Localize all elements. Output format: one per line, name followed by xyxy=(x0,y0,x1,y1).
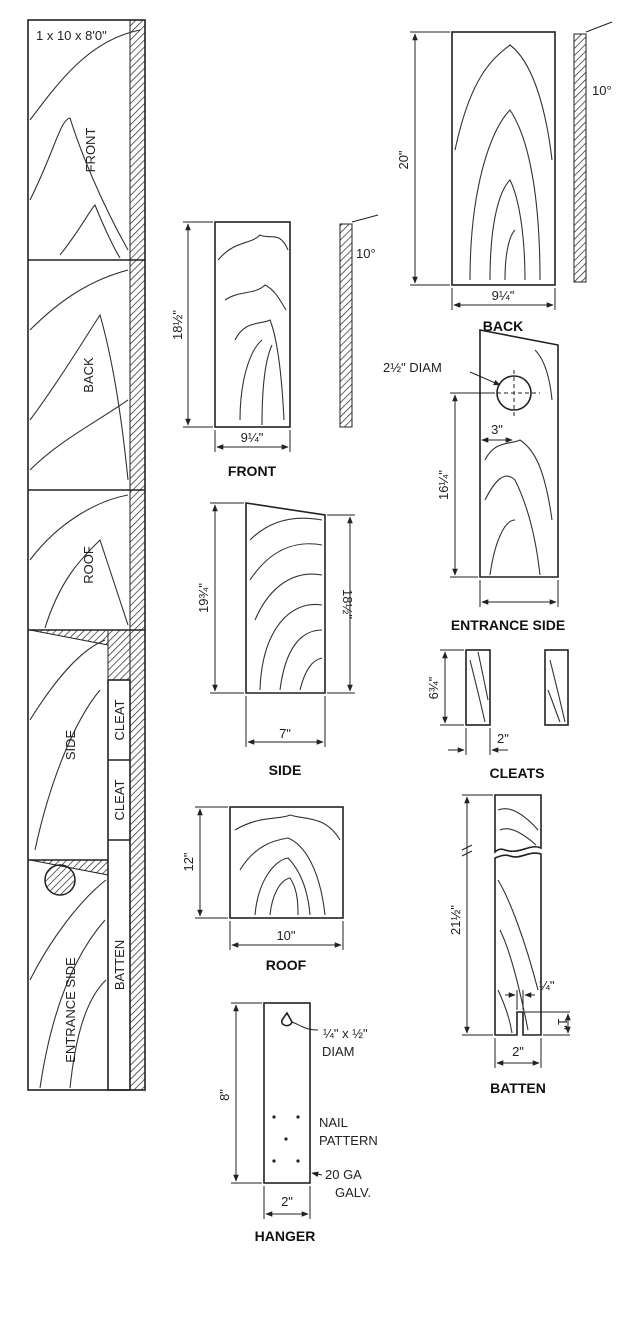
section-back: BACK xyxy=(81,357,96,393)
hanger-gauge: 20 GA xyxy=(325,1167,362,1182)
section-entrance-side: ENTRANCE SIDE xyxy=(63,957,78,1063)
front-angle: 10° xyxy=(356,246,376,261)
hanger-nail-label: NAIL xyxy=(319,1115,348,1130)
batten-label: BATTEN xyxy=(490,1080,546,1096)
front-width: 9¼" xyxy=(241,430,264,445)
strip-cleat-2: CLEAT xyxy=(112,779,127,820)
section-front: FRONT xyxy=(83,128,98,173)
hanger-label: HANGER xyxy=(255,1228,316,1244)
hanger-material: GALV. xyxy=(335,1185,371,1200)
hanger-pattern-label: PATTERN xyxy=(319,1133,378,1148)
side-label: SIDE xyxy=(269,762,302,778)
back-height: 20" xyxy=(396,150,411,169)
entrance-height: 16¼" xyxy=(436,470,451,500)
section-side: SIDE xyxy=(63,730,78,761)
side-right-height: 18½" xyxy=(340,589,355,619)
hanger-height: 8" xyxy=(217,1089,232,1101)
board-layout: 1 x 10 x 8'0" FRONT BACK ROOF SIDE ENTRA… xyxy=(27,19,146,1091)
back-piece: 20" 9¼" BACK 10° xyxy=(396,21,613,334)
strip-cleat-1: CLEAT xyxy=(112,699,127,740)
batten-slot-width: ¼" xyxy=(539,978,555,993)
roof-label: ROOF xyxy=(266,957,307,973)
entrance-hole-diameter: 2½" DIAM xyxy=(383,360,442,375)
back-width: 9¼" xyxy=(492,288,515,303)
entrance-hole-offset: 3" xyxy=(491,422,503,437)
side-piece: 19¾" 18½" 7" SIDE xyxy=(196,502,355,778)
back-angle: 10° xyxy=(592,83,612,98)
hanger-hole-diam: DIAM xyxy=(322,1044,355,1059)
front-label: FRONT xyxy=(228,463,277,479)
roof-width: 10" xyxy=(276,928,295,943)
batten-height: 21½" xyxy=(448,905,463,935)
back-label: BACK xyxy=(483,318,523,334)
cleats-label: CLEATS xyxy=(490,765,545,781)
side-left-height: 19¾" xyxy=(196,583,211,613)
cleats-height: 6¾" xyxy=(426,676,441,699)
stock-size: 1 x 10 x 8'0" xyxy=(36,28,107,43)
batten-piece: 21½" ¼" 1" 2" BATTEN xyxy=(448,794,571,1096)
roof-height: 12" xyxy=(181,852,196,871)
hanger-piece: 8" ¼" x ½" DIAM NAIL PATTERN 20 GA GALV.… xyxy=(217,1002,378,1244)
strip-batten: BATTEN xyxy=(112,940,127,990)
entrance-side-piece: 16¼" 3" 2½" DIAM ENTRANCE SIDE xyxy=(383,329,565,633)
cleats-piece: 6¾" 2" CLEATS xyxy=(426,649,569,781)
batten-width: 2" xyxy=(512,1044,524,1059)
cleats-width: 2" xyxy=(497,731,509,746)
roof-piece: 12" 10" ROOF xyxy=(181,806,344,973)
section-roof: ROOF xyxy=(81,546,96,584)
front-piece: 18½" 9¼" FRONT 10° xyxy=(170,214,379,479)
entrance-side-label: ENTRANCE SIDE xyxy=(451,617,565,633)
front-height: 18½" xyxy=(170,310,185,340)
hanger-width: 2" xyxy=(281,1194,293,1209)
hanger-hole-size: ¼" x ½" xyxy=(323,1026,368,1041)
batten-slot-depth: 1" xyxy=(555,1018,570,1030)
side-width: 7" xyxy=(279,726,291,741)
